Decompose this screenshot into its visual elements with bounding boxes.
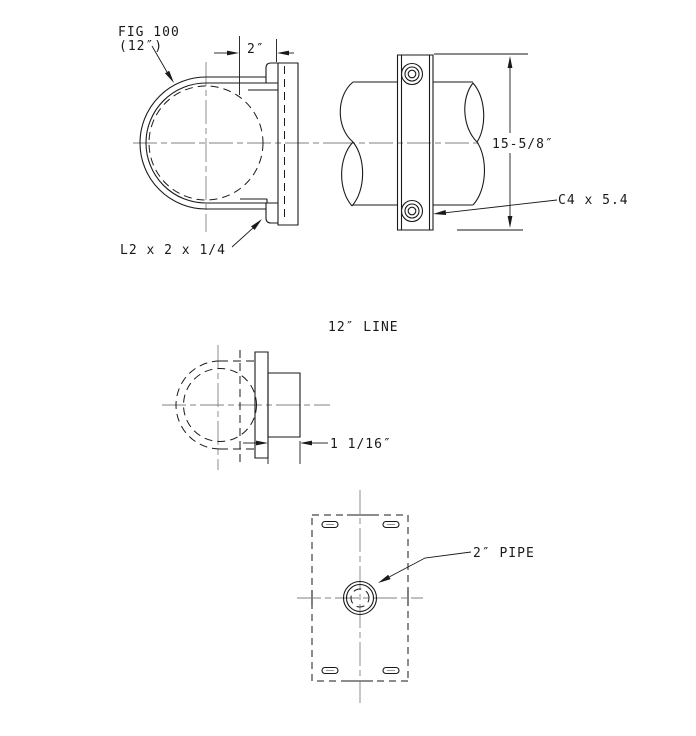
- arrowhead-right-icon: [256, 440, 268, 446]
- channel-size-label: C4 x 5.4: [558, 193, 629, 208]
- pipe-break-right-lens-a: [464, 82, 478, 143]
- pipe-break-right: [472, 141, 486, 206]
- leader-arrowhead-icon: [378, 574, 391, 583]
- arrowhead-down-icon: [507, 216, 513, 228]
- dim-2in-label: 2″: [247, 42, 265, 57]
- slotted-hole: [382, 666, 400, 675]
- leader-arrowhead-icon: [165, 70, 174, 83]
- front-elevation-view: 2″ FIG 100 (12″) L2 x 2 x 1/4: [118, 25, 333, 258]
- bolt-washer: [400, 62, 424, 86]
- clamp-channel: [396, 54, 434, 231]
- bolt-washer: [400, 199, 424, 223]
- clamp-channel-flanges: [400, 55, 431, 230]
- pipe-size-label: 2″ PIPE: [473, 546, 535, 561]
- slotted-hole: [321, 666, 339, 675]
- fig-label-line1: FIG 100: [118, 25, 180, 40]
- section-view: 12″ LINE 1 1/16″: [162, 320, 399, 470]
- bolt-head: [404, 203, 420, 219]
- pipe-hidden-circle: [148, 85, 264, 201]
- strap-bottom-lug: [265, 203, 278, 224]
- bolt-shank: [407, 69, 417, 79]
- strap-top-lug: [265, 62, 278, 83]
- dim-thickness-label: 1 1/16″: [330, 437, 392, 452]
- dim-height-label: 15-5/8″: [492, 137, 554, 152]
- arrowhead-left-icon: [277, 50, 289, 56]
- mounting-plate: [277, 62, 299, 226]
- strap-hidden-arc: [175, 360, 221, 450]
- extension-lines: [267, 441, 301, 464]
- pipe-inner-circle: [345, 583, 375, 613]
- pipe-outer-circle: [342, 580, 378, 616]
- fig-leader-line: [151, 45, 168, 73]
- bolt-head: [404, 66, 420, 82]
- strap-hidden-legs: [220, 360, 255, 450]
- slotted-hole: [382, 520, 400, 529]
- angle-size-label: L2 x 2 x 1/4: [120, 243, 226, 258]
- bolt-bottom: [400, 199, 424, 223]
- angle-leader-line: [231, 227, 254, 248]
- bolt-top: [400, 62, 424, 86]
- leader-arrowhead-icon: [251, 219, 262, 230]
- arrowhead-up-icon: [507, 56, 513, 68]
- pipe-break-left-lens-a: [341, 141, 354, 207]
- strap-inner-arc: [145, 82, 207, 204]
- pipe-break-left: [339, 81, 354, 143]
- slotted-hole: [321, 520, 339, 529]
- arrowhead-left-icon: [300, 440, 312, 446]
- angle-bottom-leg: [240, 198, 268, 203]
- plate-boss: [267, 372, 301, 438]
- line-size-label: 12″ LINE: [328, 320, 399, 335]
- bolt-shank: [407, 206, 417, 216]
- channel-leader-line: [445, 199, 558, 214]
- plan-view: 2″ PIPE: [297, 490, 535, 703]
- fig-label-line2: (12″): [119, 39, 163, 54]
- pipe-leader-line: [389, 551, 472, 578]
- pipe-bore-dashes: [350, 588, 370, 608]
- pipe-hidden-circle: [183, 368, 257, 442]
- pipe-break-right-lens-b: [472, 82, 485, 143]
- strap-outer-arc: [139, 76, 207, 210]
- pipe-break-left-lens-b: [351, 141, 364, 207]
- arrowhead-right-icon: [227, 50, 239, 56]
- side-elevation-view: 15-5/8″ C4 x 5.4: [331, 53, 629, 231]
- leader-arrowhead-icon: [433, 210, 447, 215]
